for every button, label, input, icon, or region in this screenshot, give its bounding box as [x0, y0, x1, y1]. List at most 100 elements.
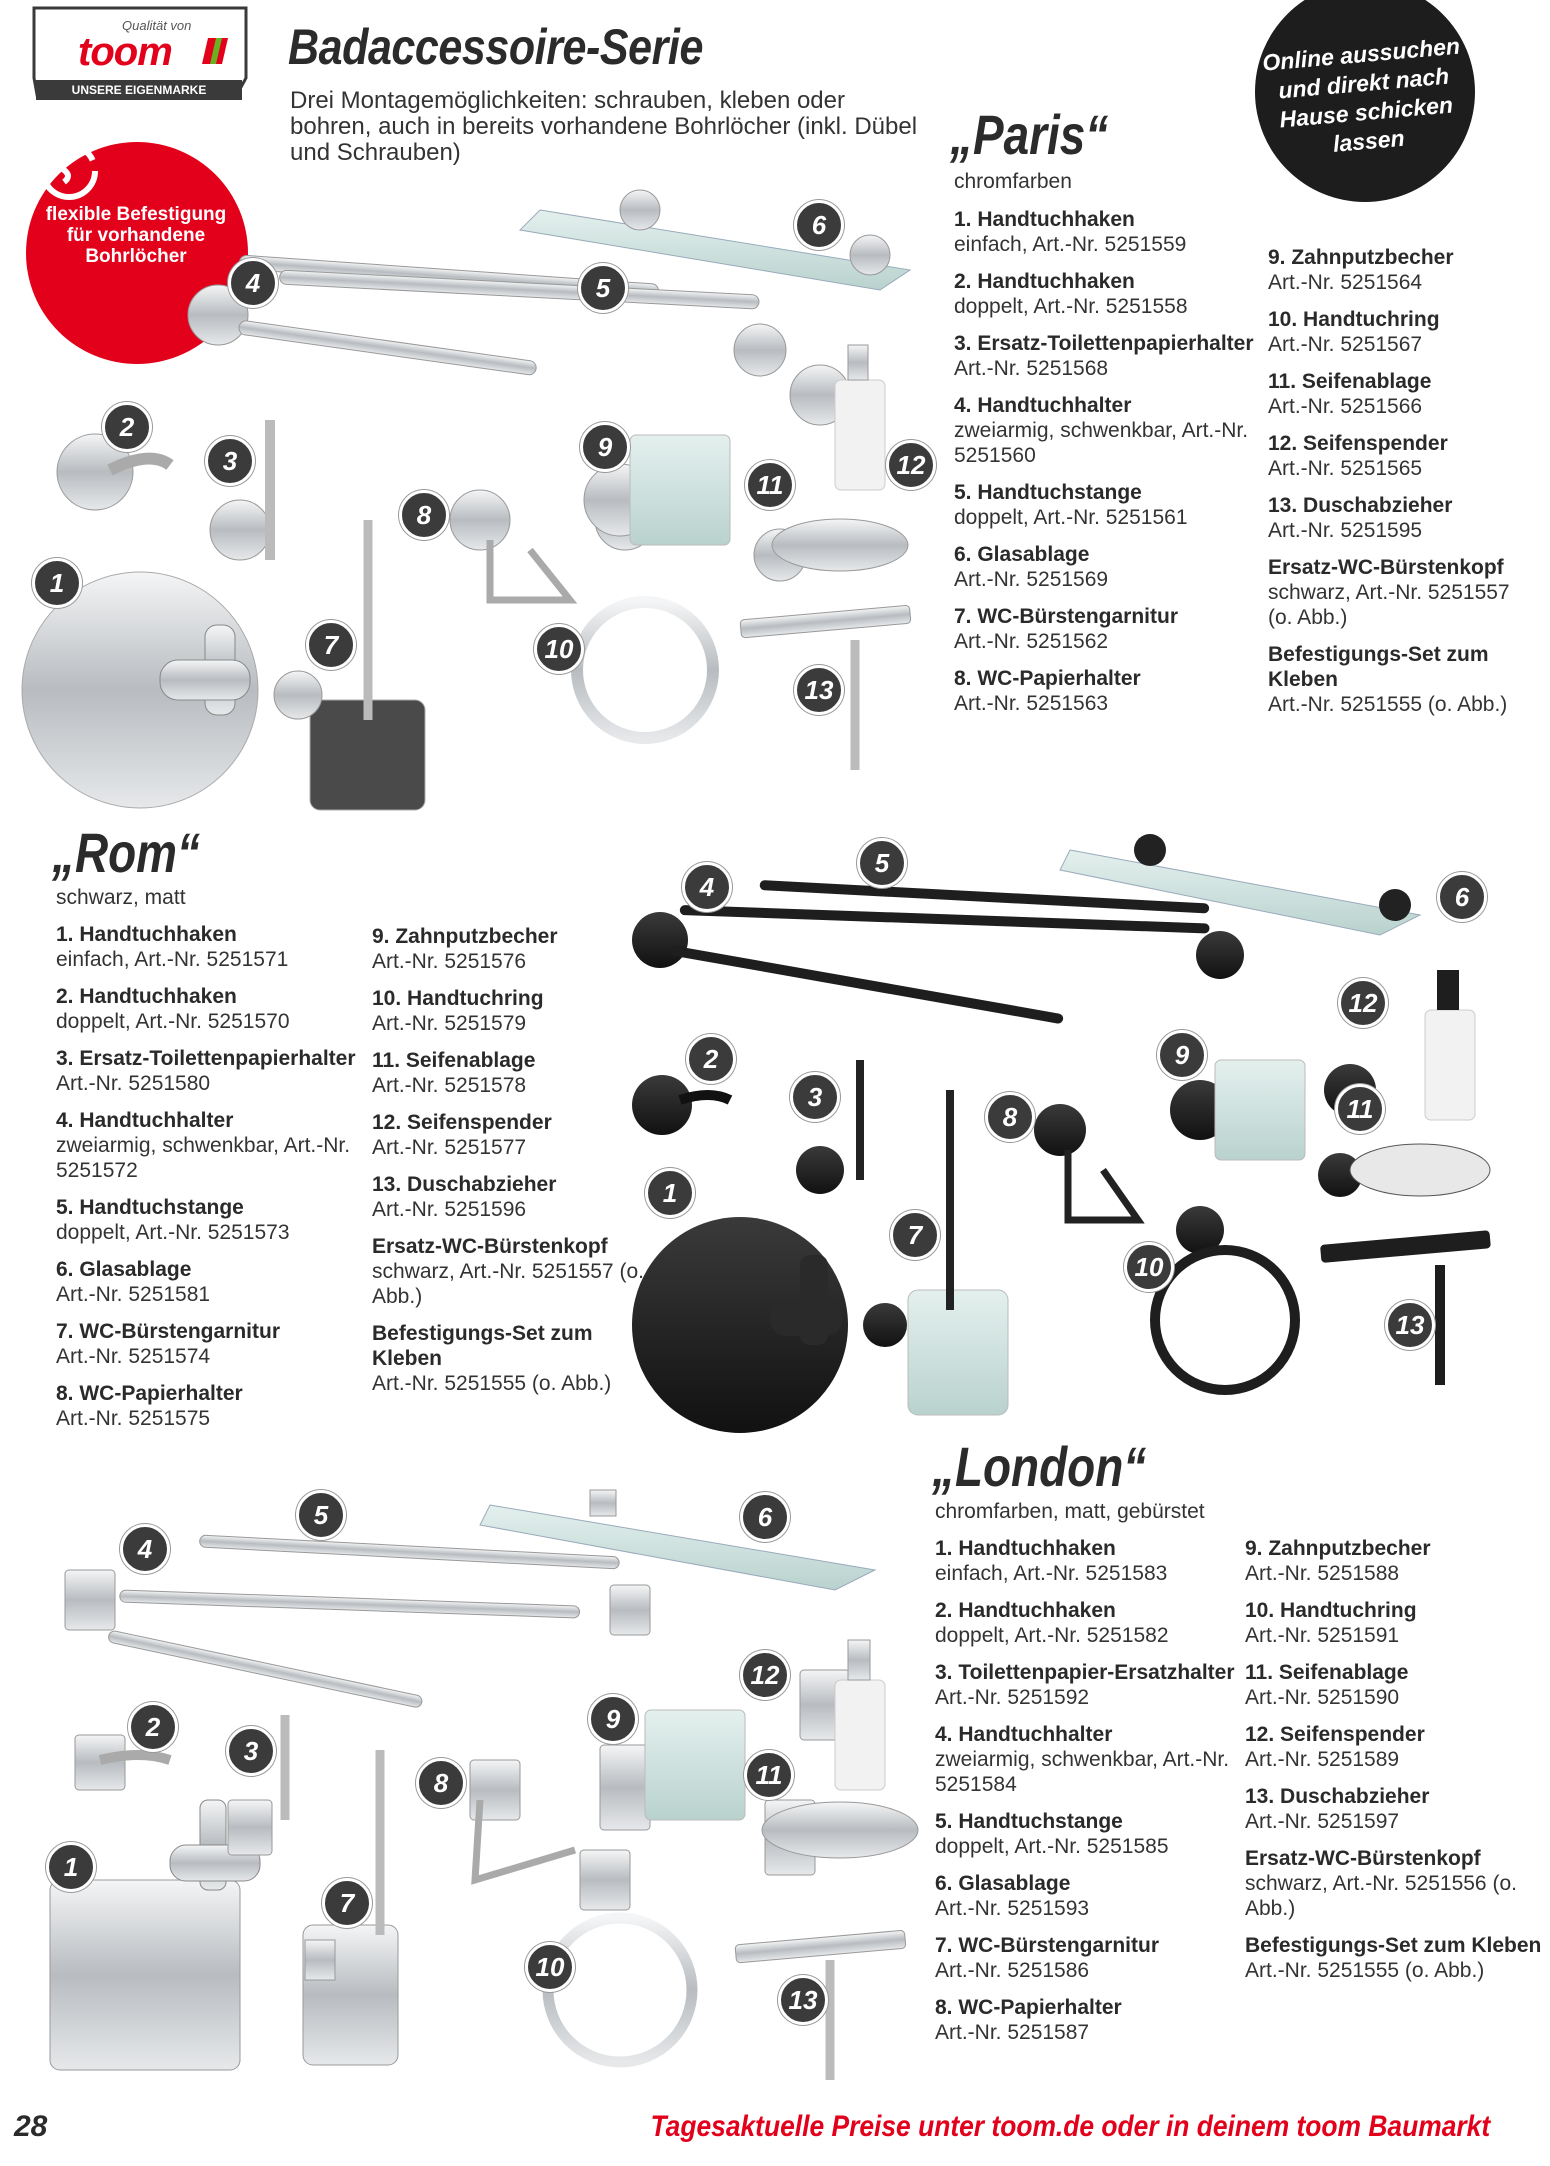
page-number: 28	[14, 2110, 48, 2143]
product-detail: Art.-Nr. 5251588	[1245, 1562, 1400, 1585]
product-detail: Art.-Nr. 5251564	[1268, 271, 1423, 294]
product-name: 11. Seifenablage	[372, 1049, 536, 1072]
mounting-badge-text: flexible Befestigung für vorhandene Bohr…	[45, 204, 227, 267]
london-title: „London“	[932, 1435, 1147, 1498]
marker-3: 3	[226, 1726, 276, 1776]
logo-quality-text: Qualität von	[122, 18, 192, 33]
marker-4: 4	[228, 258, 278, 308]
product-name: Ersatz-WC-Bürstenkopf	[1245, 1847, 1481, 1870]
marker-3: 3	[790, 1072, 840, 1122]
rom-title: „Rom“	[52, 821, 200, 884]
product-detail: schwarz, Art.-Nr. 5251557 (o. Abb.)	[1268, 581, 1510, 629]
product-name: 5. Handtuchstange	[56, 1196, 244, 1219]
product-name: 1. Handtuchhaken	[954, 208, 1135, 231]
footer-link-text[interactable]: Tagesaktuelle Preise unter toom.de oder …	[650, 2110, 1490, 2143]
product-name: 4. Handtuchhalter	[954, 394, 1132, 417]
paris-title: „Paris“	[950, 103, 1109, 166]
product-name: Befestigungs-Set zum Kleben	[1268, 643, 1489, 691]
product-detail: Art.-Nr. 5251568	[954, 357, 1109, 380]
product-name: 2. Handtuchhaken	[56, 985, 237, 1008]
product-name: 11. Seifenablage	[1268, 370, 1432, 393]
product-detail: Art.-Nr. 5251579	[372, 1012, 527, 1035]
online-badge[interactable]: Online aussuchen und direkt nach Hause s…	[1255, 0, 1475, 202]
marker-13: 13	[1385, 1300, 1435, 1350]
product-detail: Art.-Nr. 5251591	[1245, 1624, 1400, 1647]
product-detail: Art.-Nr. 5251596	[372, 1198, 527, 1221]
product-name: 5. Handtuchstange	[954, 481, 1142, 504]
product-name: 10. Handtuchring	[1245, 1599, 1417, 1622]
product-detail: doppelt, Art.-Nr. 5251558	[954, 295, 1188, 318]
product-detail: Art.-Nr. 5251577	[372, 1136, 527, 1159]
product-name: Ersatz-WC-Bürstenkopf	[372, 1235, 608, 1258]
product-name: 4. Handtuchhalter	[935, 1723, 1113, 1746]
product-detail: Art.-Nr. 5251587	[935, 2021, 1090, 2044]
product-detail: Art.-Nr. 5251586	[935, 1959, 1090, 1982]
marker-2: 2	[128, 1702, 178, 1752]
marker-5: 5	[296, 1490, 346, 1540]
marker-1: 1	[46, 1842, 96, 1892]
product-detail: Art.-Nr. 5251555 (o. Abb.)	[1268, 693, 1508, 716]
product-name: 8. WC-Papierhalter	[935, 1996, 1122, 2019]
product-name: 3. Ersatz-Toilettenpapierhalter	[56, 1047, 356, 1070]
product-detail: Art.-Nr. 5251576	[372, 950, 527, 973]
product-detail: Art.-Nr. 5251567	[1268, 333, 1423, 356]
product-name: 7. WC-Bürstengarnitur	[935, 1934, 1160, 1957]
product-name: 2. Handtuchhaken	[954, 270, 1135, 293]
product-name: 3. Ersatz-Toilettenpapierhalter	[954, 332, 1254, 355]
marker-2: 2	[686, 1034, 736, 1084]
product-detail: Art.-Nr. 5251597	[1245, 1810, 1400, 1833]
product-detail: Art.-Nr. 5251566	[1268, 395, 1423, 418]
product-name: 1. Handtuchhaken	[935, 1537, 1116, 1560]
product-name: 13. Duschabzieher	[372, 1173, 557, 1196]
rom-subtitle: schwarz, matt	[56, 886, 186, 909]
product-name: 12. Seifenspender	[1245, 1723, 1425, 1746]
marker-7: 7	[306, 620, 356, 670]
marker-5: 5	[857, 838, 907, 888]
product-name: 6. Glasablage	[935, 1872, 1071, 1895]
product-name: 11. Seifenablage	[1245, 1661, 1409, 1684]
marker-6: 6	[740, 1492, 790, 1542]
product-detail: doppelt, Art.-Nr. 5251582	[935, 1624, 1169, 1647]
product-name: 7. WC-Bürstengarnitur	[954, 605, 1179, 628]
page-headline: Badaccessoire-Serie	[288, 19, 703, 75]
marker-8: 8	[416, 1758, 466, 1808]
product-name: 13. Duschabzieher	[1268, 494, 1453, 517]
marker-11: 11	[745, 460, 795, 510]
product-detail: Art.-Nr. 5251581	[56, 1283, 211, 1306]
product-detail: zweiarmig, schwenkbar, Art.-Nr. 5251560	[954, 419, 1249, 467]
marker-12: 12	[740, 1650, 790, 1700]
product-detail: Art.-Nr. 5251595	[1268, 519, 1423, 542]
marker-6: 6	[794, 200, 844, 250]
marker-6: 6	[1437, 872, 1487, 922]
product-name: 1. Handtuchhaken	[56, 923, 237, 946]
paris-subtitle: chromfarben	[954, 170, 1072, 193]
marker-4: 4	[120, 1524, 170, 1574]
